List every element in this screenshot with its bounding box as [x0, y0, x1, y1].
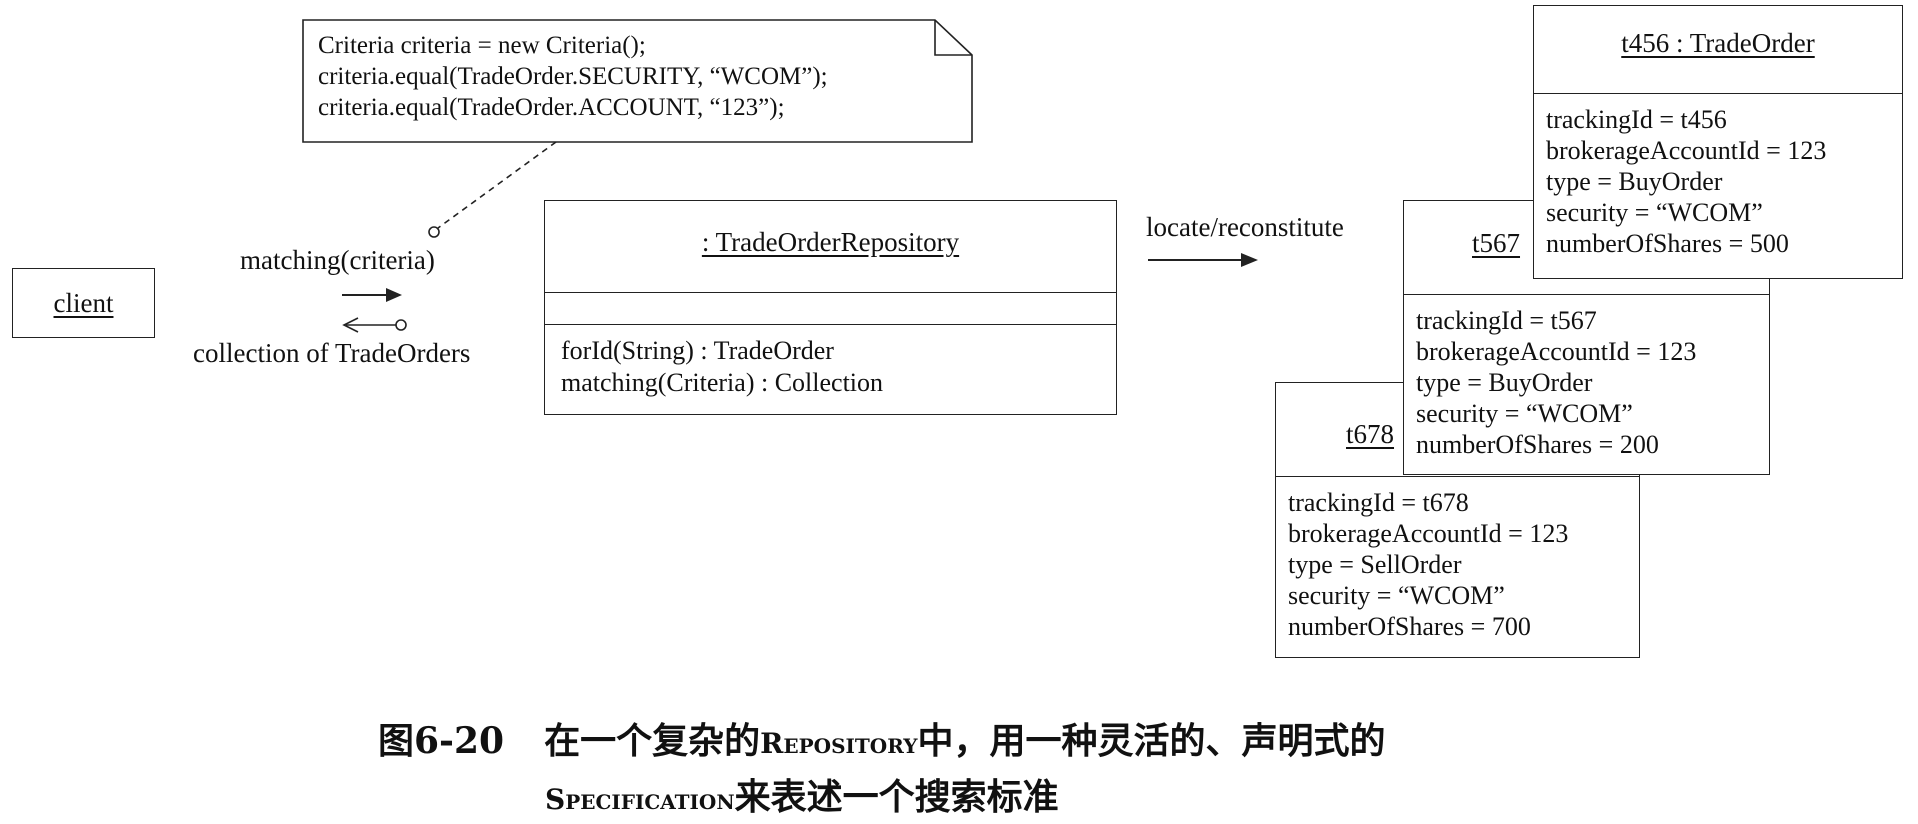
note-shape: [302, 19, 973, 143]
attribute-item: type = BuyOrder: [1416, 368, 1593, 397]
object-title-compartment: t456 : TradeOrder: [1534, 6, 1902, 94]
attribute-item: trackingId = t567: [1416, 306, 1597, 335]
attribute-item: numberOfShares = 200: [1416, 430, 1659, 459]
attribute-item: numberOfShares = 700: [1288, 612, 1531, 641]
note-line: criteria.equal(TradeOrder.SECURITY, “WCO…: [318, 63, 828, 90]
operation-item: matching(Criteria) : Collection: [561, 368, 884, 397]
request-arrow-head: [386, 288, 402, 302]
object-title-compartment: t678: [1276, 383, 1639, 477]
note-fold: [934, 20, 972, 56]
attribute-item: brokerageAccountId = 123: [1546, 136, 1827, 165]
caption-text: 中，用一种灵活的、声明式的: [917, 720, 1386, 762]
attribute-item: type = SellOrder: [1288, 550, 1462, 579]
note-line: Criteria criteria = new Criteria();: [318, 32, 646, 59]
repository-operations-compartment: forId(String) : TradeOrder matching(Crit…: [545, 325, 1116, 399]
response-arrow-tail-circle: [395, 319, 407, 331]
attribute-item: brokerageAccountId = 123: [1416, 337, 1697, 366]
trade-order-repository: : TradeOrderRepository forId(String) : T…: [544, 200, 1117, 415]
attribute-item: trackingId = t678: [1288, 488, 1469, 517]
note-line: criteria.equal(TradeOrder.ACCOUNT, “123”…: [318, 94, 785, 121]
figure-caption-line-2: Specification来表述一个搜索标准: [545, 768, 1059, 820]
repository-name-compartment: : TradeOrderRepository: [545, 201, 1116, 293]
locate-arrow-head: [1241, 253, 1258, 267]
attribute-item: security = “WCOM”: [1546, 198, 1763, 227]
criteria-code-note: Criteria criteria = new Criteria(); crit…: [318, 30, 828, 123]
attribute-item: brokerageAccountId = 123: [1288, 519, 1569, 548]
object-title: t456 : TradeOrder: [1621, 28, 1815, 58]
response-message-label: collection of TradeOrders: [193, 338, 471, 368]
attribute-item: security = “WCOM”: [1288, 581, 1505, 610]
repository-attributes-compartment: [545, 293, 1116, 325]
object-title-compartment: t567: [1404, 201, 1769, 295]
object-attributes: trackingId = t678 brokerageAccountId = 1…: [1276, 477, 1639, 642]
attribute-item: numberOfShares = 500: [1546, 229, 1789, 258]
caption-text: 来表述一个搜索标准: [734, 776, 1059, 818]
attribute-item: security = “WCOM”: [1416, 399, 1633, 428]
client-object: client: [12, 268, 155, 338]
object-attributes: trackingId = t567 brokerageAccountId = 1…: [1404, 295, 1769, 460]
attribute-item: trackingId = t456: [1546, 105, 1727, 134]
operation-item: forId(String) : TradeOrder: [561, 336, 834, 365]
figure-caption-line-1: 图6-20 在一个复杂的Repository中，用一种灵活的、声明式的: [378, 712, 1386, 764]
caption-smallcaps: Specification: [545, 783, 735, 816]
response-arrow-head: [342, 317, 359, 333]
caption-text: 在一个复杂的: [544, 720, 761, 762]
note-anchor-circle: [428, 226, 440, 238]
figure-number: 图6-20: [378, 720, 505, 762]
request-message-label: matching(criteria): [240, 245, 435, 275]
note-dashed-link: [437, 141, 557, 229]
attribute-item: type = BuyOrder: [1546, 167, 1723, 196]
repository-name: : TradeOrderRepository: [701, 227, 960, 257]
object-title: t678: [1346, 419, 1395, 449]
locate-message-label: locate/reconstitute: [1146, 212, 1344, 242]
object-title: t567: [1472, 228, 1521, 258]
trade-order-object: t456 : TradeOrder trackingId = t456 brok…: [1533, 5, 1903, 279]
object-attributes: trackingId = t456 brokerageAccountId = 1…: [1534, 94, 1902, 259]
client-label: client: [53, 287, 114, 318]
caption-smallcaps: Repository: [760, 727, 918, 760]
